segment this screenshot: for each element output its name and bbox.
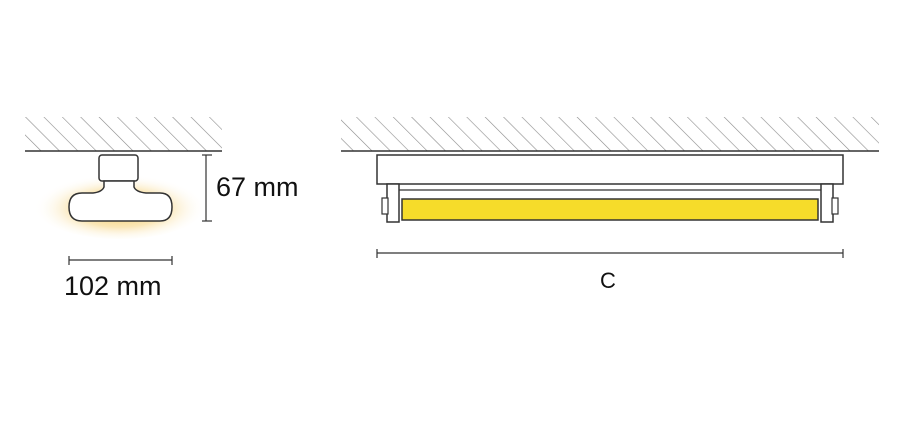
length-dimension [376, 249, 844, 258]
led-strip [401, 198, 819, 221]
luminaire-housing [376, 154, 844, 185]
width-dimension [68, 256, 173, 265]
ceiling-hatch-left [25, 117, 222, 151]
left-end-clip [381, 197, 389, 215]
mounting-block [98, 154, 139, 182]
side-view: 67 mm 102 mm [25, 117, 299, 301]
height-dimension [202, 154, 212, 222]
right-end-clip [831, 197, 839, 215]
left-end-cap [386, 183, 400, 223]
width-label: 102 mm [64, 271, 162, 301]
right-end-cap [820, 183, 834, 223]
ceiling-hatch-right [341, 117, 879, 151]
front-view: C [341, 117, 879, 293]
luminaire-profile [68, 180, 173, 222]
length-label: C [600, 268, 616, 293]
height-label: 67 mm [216, 172, 299, 202]
